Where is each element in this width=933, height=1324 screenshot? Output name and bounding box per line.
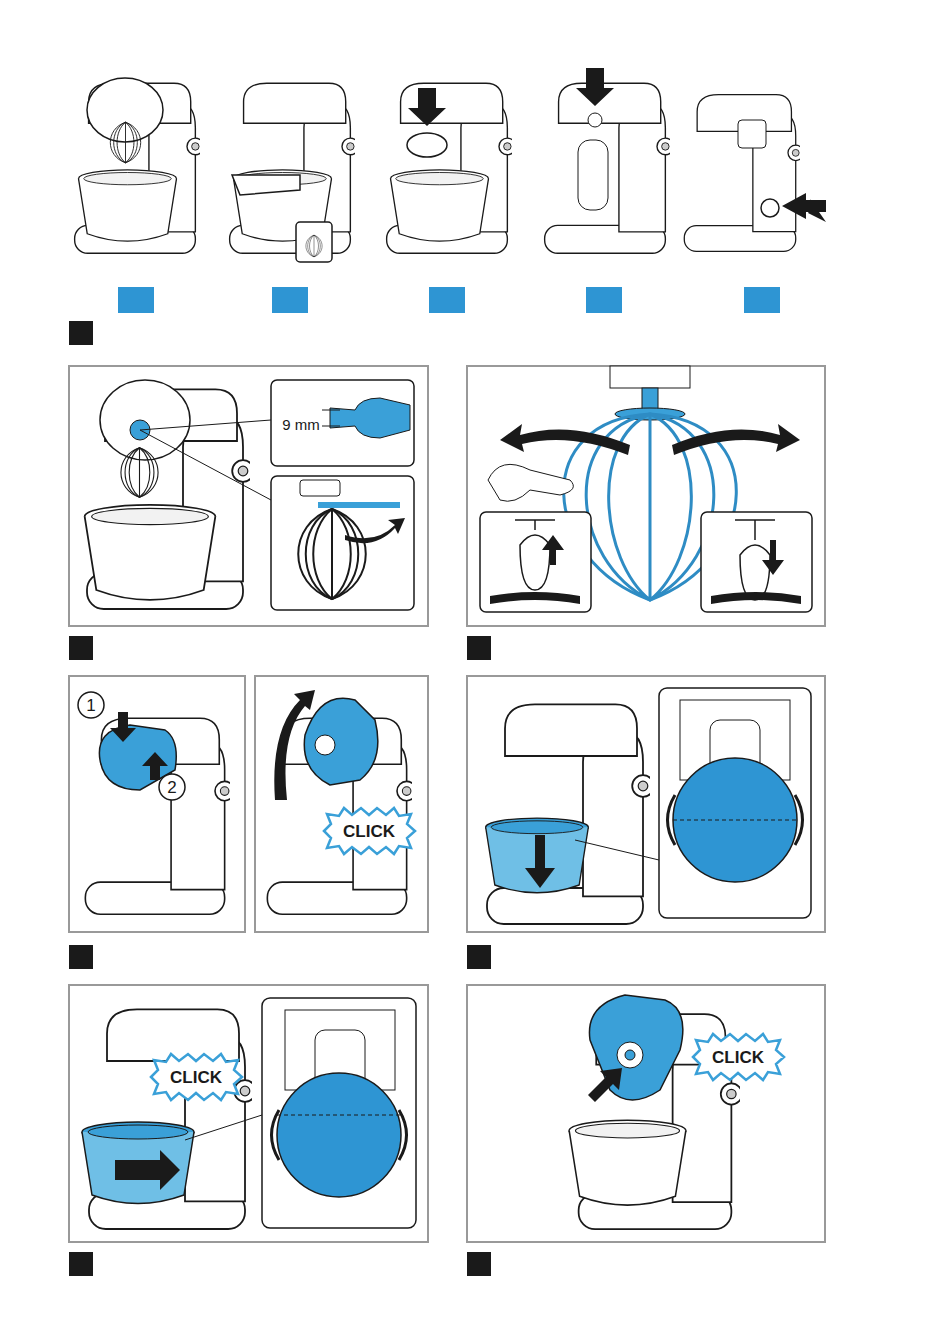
- callout-number: 2: [167, 779, 176, 796]
- click-label: CLICK: [343, 823, 395, 840]
- click-label: CLICK: [712, 1049, 764, 1066]
- callout-number: 1: [86, 697, 95, 714]
- click-label: CLICK: [170, 1069, 222, 1086]
- dimension-label: 9 mm: [282, 417, 320, 432]
